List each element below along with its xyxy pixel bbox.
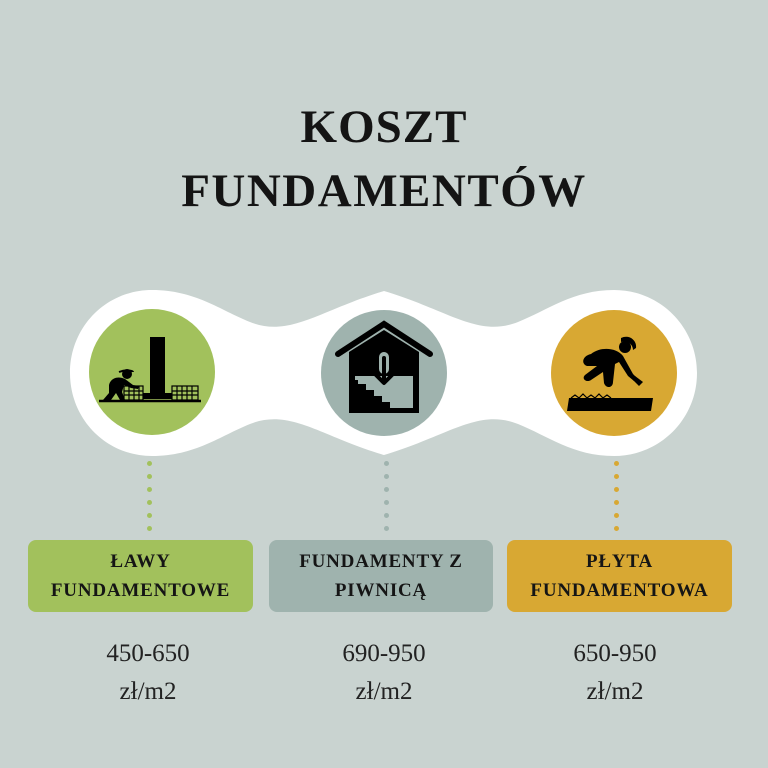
circle-piwnica xyxy=(321,310,447,436)
price-range: 450-650 xyxy=(106,640,190,667)
circle-lawy xyxy=(89,309,215,435)
connector-dots-plyta xyxy=(614,461,620,539)
label-plyta-fundamentowa: PŁYTA FUNDAMENTOWA xyxy=(507,540,732,612)
circle-plyta xyxy=(551,310,677,436)
label-lawy-fundamentowe: ŁAWY FUNDAMENTOWE xyxy=(28,540,253,612)
label-fundamenty-z-piwnica: FUNDAMENTY Z PIWNICĄ xyxy=(269,540,493,612)
house-basement-stairs-icon xyxy=(335,320,433,413)
worker-foundation-slab-icon xyxy=(567,336,653,411)
label-line-2: PIWNICĄ xyxy=(334,580,428,601)
price-range: 690-950 xyxy=(342,640,426,667)
price-lawy: 450-650 zł/m2 xyxy=(48,635,248,711)
price-unit: zł/m2 xyxy=(119,678,177,705)
label-line-1: FUNDAMENTY Z xyxy=(299,551,463,572)
connector-dots-lawy xyxy=(147,461,153,539)
price-plyta: 650-950 zł/m2 xyxy=(515,635,715,711)
title-line-1: KOSZT xyxy=(300,101,468,153)
worker-foundation-wall-icon xyxy=(99,337,201,403)
price-range: 650-950 xyxy=(573,640,657,667)
price-piwnica: 690-950 zł/m2 xyxy=(284,635,484,711)
label-line-2: FUNDAMENTOWE xyxy=(50,580,231,601)
label-line-1: ŁAWY xyxy=(110,551,171,572)
price-unit: zł/m2 xyxy=(586,678,644,705)
label-line-2: FUNDAMENTOWA xyxy=(530,580,709,601)
label-line-1: PŁYTA xyxy=(586,551,653,572)
title-line-2: FUNDAMENTÓW xyxy=(181,165,587,217)
price-unit: zł/m2 xyxy=(355,678,413,705)
connector-dots-piwnica xyxy=(384,461,390,539)
